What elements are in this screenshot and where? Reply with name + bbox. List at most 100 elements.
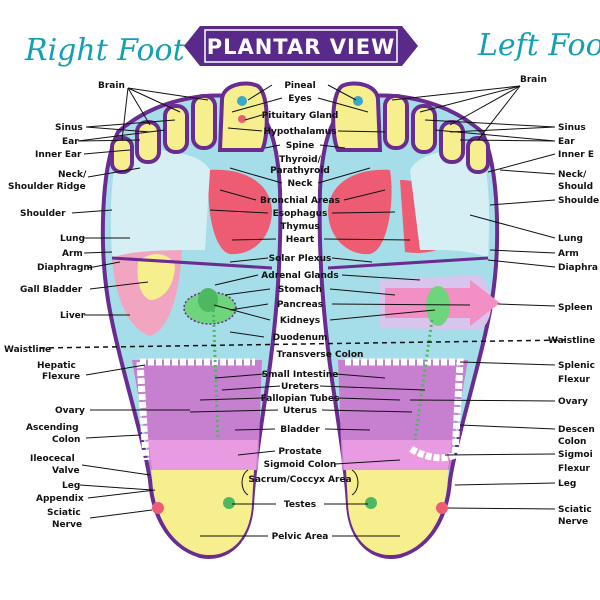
left-foot-diaphragm-line [327, 256, 489, 270]
label-eyes: Eyes [288, 94, 311, 104]
label-adrenal: Adrenal Glands [261, 271, 338, 281]
label-liver: Liver [60, 311, 86, 321]
label-brain-right: Brain [98, 81, 125, 91]
left-foot-title: Left Foo [477, 28, 600, 63]
label-ascending: Ascending [26, 423, 79, 433]
left-foot-toe-4 [439, 120, 465, 164]
left-foot-labels: Brain Sinus Ear Inner E Neck/ Should Sho… [520, 75, 599, 527]
label-kidneys: Kidneys [280, 316, 320, 326]
label-hepatic: Hepatic [37, 361, 76, 371]
right-foot-toe-5 [110, 136, 134, 174]
label-sigmoid-flexure: Flexur [558, 464, 591, 474]
label-transverse-colon: Transverse Colon [277, 350, 364, 360]
label-sciatic-left: Sciatic [558, 505, 592, 515]
right-foot [100, 81, 283, 559]
label-neck-left: Neck/ [558, 170, 587, 180]
label-shoulder-ridge-left: Should [558, 182, 593, 192]
left-foot-pineal-point [353, 96, 363, 106]
label-bladder: Bladder [280, 425, 320, 435]
left-foot-big-toe [331, 81, 383, 152]
waistline-line [39, 339, 566, 349]
label-neck: Neck [288, 179, 314, 189]
left-foot [317, 81, 500, 559]
right-foot-toe-2 [191, 94, 217, 150]
label-pancreas: Pancreas [277, 300, 323, 310]
right-foot-pineal-point [237, 96, 247, 106]
right-foot-leader-lines [71, 87, 209, 519]
label-arm-right: Arm [62, 249, 83, 259]
label-inner-ear-left: Inner E [558, 150, 594, 160]
label-solar-plexus: Solar Plexus [269, 254, 332, 264]
banner: PLANTAR VIEW [184, 26, 418, 66]
label-valve: Valve [52, 466, 80, 476]
label-hypothalamus: Hypothalamus [263, 127, 336, 137]
label-heart: Heart [286, 235, 315, 245]
label-ileocecal: Ileocecal [30, 454, 75, 464]
center-labels: Pineal Eyes Pituitary Gland Hypothalamus… [248, 81, 363, 542]
label-sigmoid-left: Sigmoi [558, 450, 593, 460]
right-foot-kidney [198, 288, 218, 312]
label-prostate: Prostate [278, 447, 321, 457]
label-ear-left: Ear [558, 137, 575, 147]
right-foot-heel-zone [152, 470, 254, 556]
label-flexure-right: Flexure [42, 372, 80, 382]
label-pineal: Pineal [284, 81, 315, 91]
left-foot-toe-3 [411, 104, 437, 154]
label-thyroid: Thyroid/ [279, 155, 322, 165]
right-foot-chest-zone [110, 149, 210, 258]
right-foot-toe-4 [135, 120, 161, 164]
label-ureters: Ureters [281, 382, 319, 392]
label-ovary-left: Ovary [558, 397, 588, 407]
label-waistline-right: Waistline [4, 345, 51, 355]
right-foot-labels: Brain Sinus Ear Inner Ear Neck/ Shoulder… [4, 81, 125, 530]
label-nerve-left: Nerve [558, 517, 588, 527]
label-sciatic-right: Sciatic [47, 508, 81, 518]
label-shoulder-ridge-right: Shoulder Ridge [8, 182, 86, 192]
label-fallopian: Fallopian Tubes [261, 394, 340, 404]
right-foot-testes-point [223, 497, 235, 509]
left-foot-chest-zone [410, 149, 490, 258]
label-nerve-right: Nerve [52, 520, 82, 530]
label-sigmoid-colon: Sigmoid Colon [264, 460, 337, 470]
label-brain-left: Brain [520, 75, 547, 85]
center-leader-lines [189, 84, 471, 537]
left-foot-leader-lines [391, 85, 556, 510]
left-foot-toe-2 [383, 94, 409, 150]
label-thymus: Thymus [280, 222, 320, 232]
label-ascending-colon: Colon [52, 435, 80, 445]
right-foot-colon [136, 358, 255, 461]
label-leg-right: Leg [62, 481, 80, 491]
banner-frame [204, 29, 398, 63]
label-parathyroid: Parathyroid [270, 166, 330, 176]
left-foot-lung-zone [328, 169, 392, 255]
label-bronchial: Bronchial Areas [260, 196, 340, 206]
label-ovary-right: Ovary [55, 406, 85, 416]
left-foot-heel-zone [346, 470, 448, 556]
left-foot-kidney [426, 286, 450, 326]
label-spine: Spine [286, 141, 315, 151]
label-sinus-left: Sinus [558, 123, 586, 133]
label-sacrum: Sacrum/Coccyx Area [248, 475, 351, 485]
left-foot-pelvic-strip [342, 440, 452, 470]
label-duodenum: Duodenum [273, 333, 328, 343]
right-foot-title: Right Foot [24, 33, 186, 68]
right-foot-diaphragm-line [111, 256, 273, 270]
label-leg-left: Leg [558, 479, 576, 489]
label-diaphragm-right: Diaphragm [37, 263, 93, 273]
label-uterus: Uterus [283, 406, 317, 416]
label-esophagus: Esophagus [273, 209, 328, 219]
label-sinus-right: Sinus [55, 123, 83, 133]
right-foot-gall-zone [137, 254, 175, 300]
left-foot-sciatic-point [436, 502, 448, 514]
right-foot-pelvic-strip [148, 440, 258, 470]
right-foot-ureter [211, 299, 220, 441]
label-testes: Testes [284, 500, 316, 510]
label-gall-bladder: Gall Bladder [20, 285, 83, 295]
banner-title: PLANTAR VIEW [207, 35, 396, 59]
label-spleen: Spleen [558, 303, 593, 313]
label-diaphragm-left: Diaphra [558, 263, 598, 273]
left-foot-toe-5 [466, 136, 490, 174]
label-descending: Descen [558, 425, 595, 435]
label-pituitary: Pituitary Gland [262, 111, 339, 121]
